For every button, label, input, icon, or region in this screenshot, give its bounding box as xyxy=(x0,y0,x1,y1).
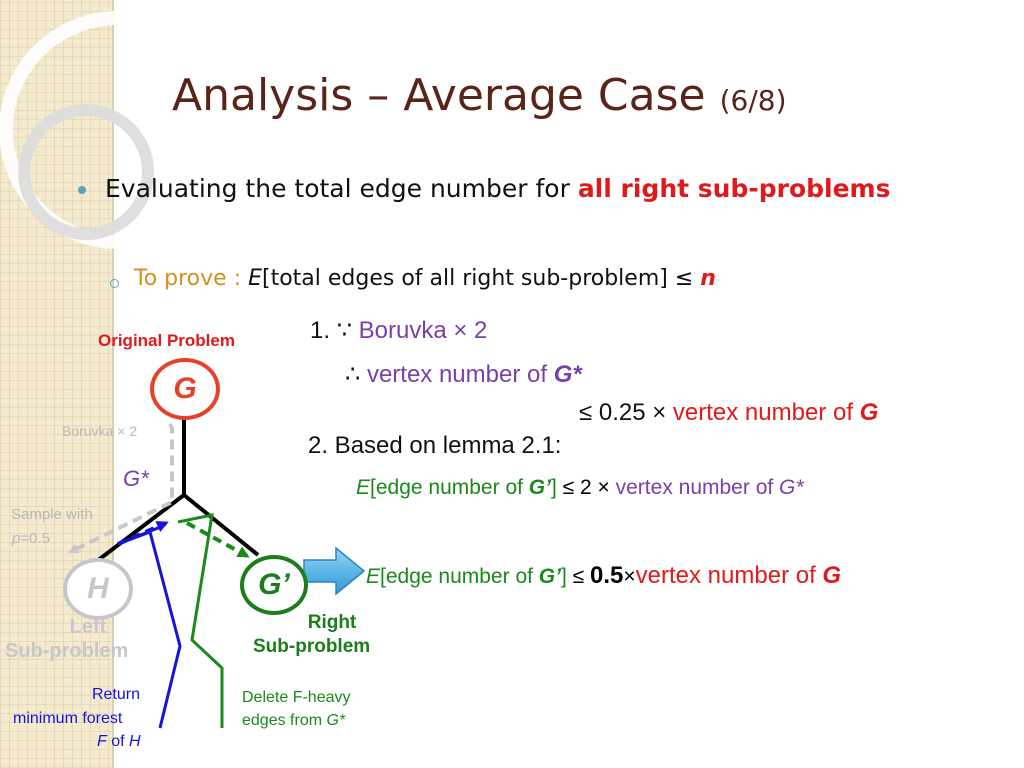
decorative-circles xyxy=(0,11,237,249)
step1-two: 2 xyxy=(467,317,488,344)
return-line1: Return xyxy=(92,686,141,703)
because-symbol: ∵ xyxy=(336,317,359,344)
return-f: F xyxy=(97,733,107,750)
step2-times-icon: × xyxy=(597,476,610,499)
result-e: E xyxy=(366,565,381,588)
step2-open: [edge number of xyxy=(370,476,529,499)
step1-num: 1. xyxy=(310,317,337,344)
boruvka-x2-label: Boruvka × 2 xyxy=(62,423,138,439)
sub-bullet-dot xyxy=(110,279,119,288)
step2-le: ≤ 2 xyxy=(556,476,598,499)
node-h: H xyxy=(63,558,133,620)
result-gp: G’ xyxy=(538,565,561,588)
result-arrow-icon xyxy=(303,546,366,596)
sample-line2: p=0.5 xyxy=(12,530,50,547)
bullet-highlight: all right sub-problems xyxy=(577,174,891,203)
return-arrow xyxy=(117,521,169,546)
side-divider xyxy=(112,0,114,768)
step1-le: ≤ 0.25 xyxy=(579,399,653,426)
return-of: of xyxy=(106,733,130,750)
bullet-lead: Evaluating the total edge number for xyxy=(105,174,578,203)
to-prove-rest: [total edges of all right sub-problem] ≤ xyxy=(262,266,701,291)
bullet-to-prove: To prove : E[total edges of all right su… xyxy=(134,266,716,291)
return-h: H xyxy=(129,733,141,750)
step1-line3: ≤ 0.25 × vertex number of G xyxy=(579,399,878,427)
step1-gstar: G* xyxy=(553,361,582,388)
node-gprime: G’ xyxy=(240,555,308,615)
side-pattern-band xyxy=(0,0,112,768)
sample-line1: Sample with xyxy=(11,506,93,523)
delete-path xyxy=(177,513,224,728)
slide-title: Analysis – Average Case (6/8) xyxy=(172,70,787,121)
right-label-line1: Right xyxy=(307,612,357,633)
return-line2: minimum forest xyxy=(13,710,123,727)
step1-vn: vertex number of xyxy=(366,361,554,388)
gstar-label: G* xyxy=(123,466,149,491)
delete-edges-from: edges from xyxy=(242,712,327,729)
step2-close: ] xyxy=(550,476,557,499)
step2-equation: E[edge number of G’] ≤ 2 × vertex number… xyxy=(356,476,804,500)
result-g: G xyxy=(822,562,842,589)
sample-rest: =0.5 xyxy=(20,530,50,547)
step2-vn: vertex number of xyxy=(609,476,780,499)
title-fraction: (6/8) xyxy=(719,84,787,117)
result-vn: vertex number of xyxy=(635,562,823,589)
node-g: G xyxy=(150,358,220,420)
tree-edge-left xyxy=(95,493,186,563)
result-le: ≤ xyxy=(566,565,591,588)
step1-boruvka: Boruvka xyxy=(358,317,454,344)
left-label-line2: Sub-problem xyxy=(5,640,129,662)
return-line3: F of H xyxy=(97,733,141,751)
result-equation: E[edge number of G’] ≤ 0.5×vertex number… xyxy=(366,562,841,590)
left-label-line1: Left xyxy=(69,616,107,638)
result-open: [edge number of xyxy=(380,565,539,588)
tree-edge-right xyxy=(182,493,260,557)
sample-p: p xyxy=(12,530,21,547)
result-half: 0.5 xyxy=(590,562,624,589)
delete-arrow xyxy=(186,521,250,558)
to-prove-label: To prove : xyxy=(134,266,249,291)
step1-times2-icon: × xyxy=(652,399,667,426)
step1-times-icon: × xyxy=(453,317,468,344)
step1-line2: ∴ vertex number of G* xyxy=(345,360,582,389)
result-times-icon: × xyxy=(623,565,636,588)
delete-line1: Delete F-heavy xyxy=(242,689,351,706)
step1-line1: 1. ∵ Boruvka × 2 xyxy=(310,316,487,345)
therefore-symbol: ∴ xyxy=(345,361,367,388)
delete-gstar: G* xyxy=(326,712,346,729)
original-problem-label: Original Problem xyxy=(98,331,235,350)
step2-gstar: G* xyxy=(779,476,804,499)
expect-e: E xyxy=(248,266,262,291)
right-label-line2: Sub-problem xyxy=(253,636,371,657)
step2-e: E xyxy=(356,476,371,499)
bullet-evaluating: Evaluating the total edge number for all… xyxy=(105,172,985,206)
step1-vn2: vertex number of xyxy=(666,399,860,426)
bullet-dot xyxy=(78,186,86,194)
boruvka-path xyxy=(68,423,174,554)
step2-gp: G’ xyxy=(528,476,551,499)
title-main: Analysis – Average Case xyxy=(172,70,706,121)
bound-n: n xyxy=(700,266,716,291)
delete-line2: edges from G* xyxy=(242,712,345,730)
step1-g: G xyxy=(859,399,879,426)
result-close: ] xyxy=(560,565,567,588)
step2-heading: 2. Based on lemma 2.1: xyxy=(308,432,562,459)
